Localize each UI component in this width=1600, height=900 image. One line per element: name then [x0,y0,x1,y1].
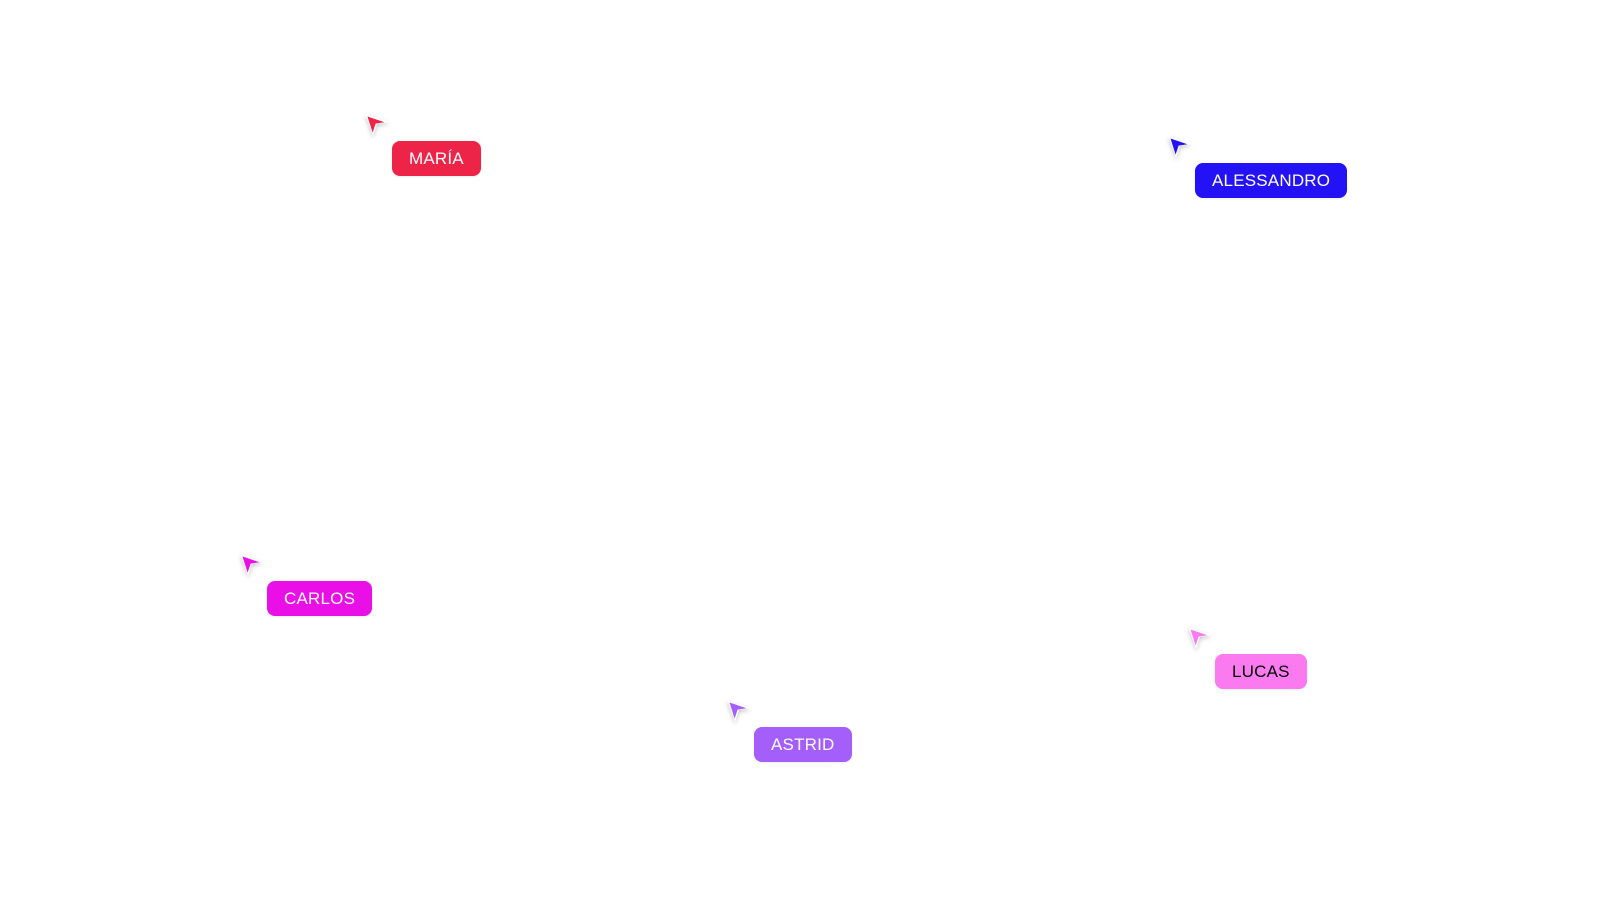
arrow-pointer-icon [238,552,268,582]
cursor-carlos: CARLOS [238,552,373,616]
cursor-name-tag: CARLOS [267,581,373,616]
cursor-astrid: ASTRID [725,698,852,762]
cursor-maria: MARÍA [363,112,481,176]
cursor-name-tag: MARÍA [392,141,481,176]
arrow-pointer-icon [1166,134,1196,164]
cursor-alessandro: ALESSANDRO [1166,134,1348,198]
cursor-name-tag: ASTRID [754,727,852,762]
arrow-pointer-icon [725,698,755,728]
arrow-pointer-icon [363,112,393,142]
arrow-pointer-icon [1186,625,1216,655]
cursor-name-tag: ALESSANDRO [1195,163,1348,198]
cursor-name-tag: LUCAS [1215,654,1307,689]
cursor-lucas: LUCAS [1186,625,1307,689]
